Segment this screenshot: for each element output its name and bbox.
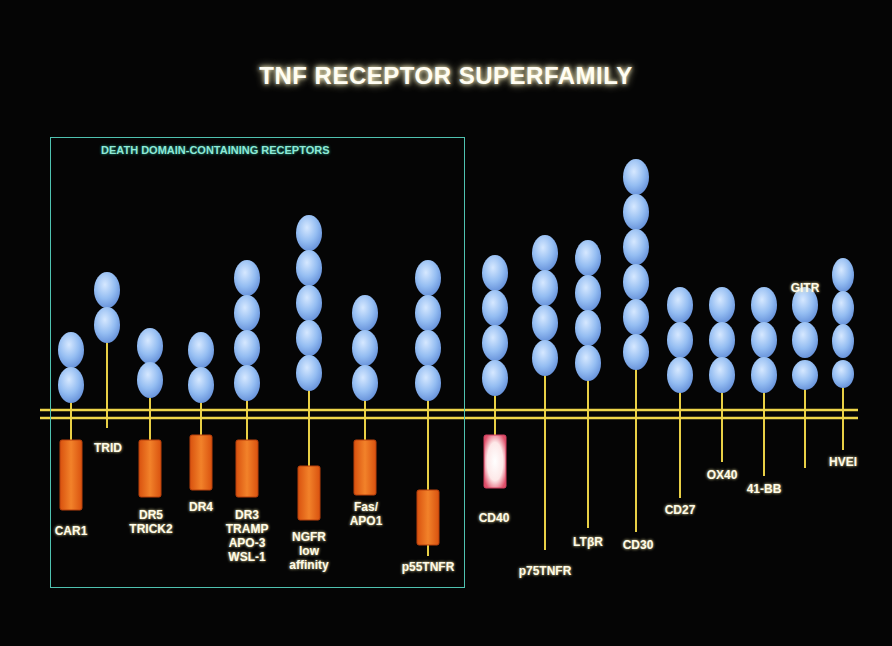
receptor-domain <box>296 215 322 251</box>
receptor-name: OX40 <box>707 468 738 482</box>
receptor-name: p55TNFR <box>402 560 455 574</box>
receptor-domain <box>532 340 558 376</box>
receptor-domain <box>623 299 649 335</box>
receptor-domain <box>667 357 693 393</box>
slide-title: TNF RECEPTOR SUPERFAMILY <box>0 62 892 90</box>
receptor-domain <box>137 362 163 398</box>
receptor-domain <box>575 275 601 311</box>
receptor-domain <box>532 235 558 271</box>
receptor-domain <box>415 330 441 366</box>
stalk <box>679 375 681 498</box>
receptor-domain <box>832 360 854 388</box>
receptor-name: DR5 TRICK2 <box>129 508 172 536</box>
receptor-domain <box>482 255 508 291</box>
death-domain <box>60 440 82 510</box>
receptor-domain <box>667 287 693 323</box>
cell-membrane <box>40 410 858 418</box>
receptor-domain <box>575 240 601 276</box>
receptor-domain <box>532 270 558 306</box>
receptor-domain <box>482 290 508 326</box>
receptor-domain <box>832 258 854 292</box>
receptor-domain <box>623 194 649 230</box>
receptor-domain <box>234 365 260 401</box>
receptor-name: CD27 <box>665 503 696 517</box>
receptor-domain <box>415 365 441 401</box>
receptor-domain <box>575 345 601 381</box>
stalk <box>587 363 589 528</box>
membrane-line <box>40 409 858 412</box>
death-domain <box>236 440 258 497</box>
receptor-domain <box>352 365 378 401</box>
receptor-domain <box>623 334 649 370</box>
receptor-name: 41-BB <box>747 482 782 496</box>
receptor-domain <box>296 320 322 356</box>
receptor-domain <box>623 264 649 300</box>
receptor-domain <box>296 355 322 391</box>
receptor-domain <box>415 295 441 331</box>
receptor-domain <box>352 295 378 331</box>
receptor-domain <box>58 332 84 368</box>
receptor-domain <box>482 360 508 396</box>
receptor-name: Fas/ APO1 <box>350 500 383 528</box>
death-domain <box>190 435 212 490</box>
group-heading: DEATH DOMAIN-CONTAINING RECEPTORS <box>101 144 330 156</box>
receptor-name: NGFR low affinity <box>289 530 328 572</box>
receptor-name: GITR <box>791 281 820 295</box>
receptor-name: HVEI <box>829 455 857 469</box>
receptor-domain <box>482 325 508 361</box>
receptor-domain <box>709 357 735 393</box>
receptor-domain <box>532 305 558 341</box>
receptor-name: TRID <box>94 441 122 455</box>
stalk <box>544 358 546 550</box>
receptor-domain <box>623 159 649 195</box>
death-domain <box>417 490 439 545</box>
receptor-domain <box>415 260 441 296</box>
receptor-domain <box>667 322 693 358</box>
receptor-name: CD40 <box>479 511 510 525</box>
receptor-domain <box>137 328 163 364</box>
receptor-domain <box>188 332 214 368</box>
receptor-domain <box>709 322 735 358</box>
cysteine-rich-domains <box>58 159 854 403</box>
receptor-domain <box>296 285 322 321</box>
receptor-name: CAR1 <box>55 524 88 538</box>
receptor-domain <box>296 250 322 286</box>
stalk <box>635 352 637 532</box>
receptor-domain <box>58 367 84 403</box>
receptor-domain <box>751 322 777 358</box>
death-domain <box>139 440 161 497</box>
receptor-domain <box>751 357 777 393</box>
receptor-domain <box>234 330 260 366</box>
receptor-name: p75TNFR <box>519 564 572 578</box>
receptor-domain <box>832 324 854 358</box>
receptor-domain <box>751 287 777 323</box>
receptor-domain <box>352 330 378 366</box>
death-domain <box>298 466 320 520</box>
receptor-name: DR3 TRAMP APO-3 WSL-1 <box>226 508 268 564</box>
receptor-name: CD30 <box>623 538 654 552</box>
receptor-stalks <box>71 325 843 556</box>
receptor-domain <box>832 291 854 325</box>
receptor-name: DR4 <box>189 500 213 514</box>
receptor-domain <box>792 360 818 390</box>
receptor-domain <box>234 260 260 296</box>
receptor-name: LTβR <box>573 535 603 549</box>
receptor-domain <box>94 272 120 308</box>
death-domain <box>354 440 376 495</box>
receptor-domain <box>188 367 214 403</box>
receptor-domain <box>575 310 601 346</box>
cd40-cytoplasmic-domain <box>484 435 506 488</box>
receptor-domain <box>709 287 735 323</box>
receptor-domain <box>234 295 260 331</box>
receptor-domain <box>623 229 649 265</box>
receptor-domain <box>94 307 120 343</box>
membrane-line <box>40 417 858 420</box>
receptor-domain <box>792 322 818 358</box>
